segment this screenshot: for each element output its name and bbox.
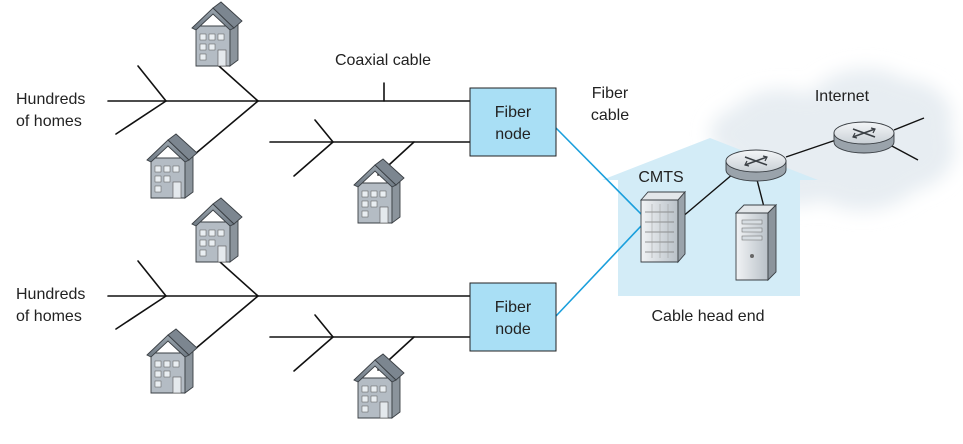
fiber-node-top-label-line2: node: [495, 126, 531, 143]
fiber-cable-bottom: [555, 224, 643, 317]
server-tower-icon: [734, 203, 778, 282]
hundreds-of-homes-top-line2: of homes: [16, 113, 82, 130]
fiber-node-bottom-label-line2: node: [495, 321, 531, 338]
house-icon: [146, 133, 198, 199]
fiber-cable-label-line2: cable: [591, 107, 629, 124]
cmts-label: CMTS: [638, 169, 683, 186]
hundreds-of-homes-top-line1: Hundreds: [16, 91, 85, 108]
fiber-node-bottom: Fiber node: [469, 282, 557, 352]
house-icon: [353, 353, 405, 419]
hundreds-of-homes-bottom-line1: Hundreds: [16, 286, 85, 303]
router-links: [680, 117, 925, 219]
cmts-rack-icon: [640, 190, 686, 264]
house-icon: [146, 328, 198, 394]
fiber-node-top: Fiber node: [469, 87, 557, 157]
coax-tree-top: [107, 57, 471, 177]
fiber-node-bottom-label-line1: Fiber: [495, 299, 532, 316]
fiber-cables: [555, 127, 643, 317]
house-icon: [191, 197, 243, 263]
fiber-cable-label-line1: Fiber: [592, 85, 629, 102]
internet-label: Internet: [815, 88, 870, 105]
router-icon: [833, 121, 895, 154]
house-icon: [191, 1, 243, 67]
fiber-cable-top: [555, 127, 643, 216]
router-icon: [725, 149, 787, 182]
hundreds-of-homes-bottom-line2: of homes: [16, 308, 82, 325]
house-icon: [353, 158, 405, 224]
coaxial-cable-label: Coaxial cable: [335, 52, 431, 69]
fiber-node-top-label-line1: Fiber: [495, 104, 532, 121]
cable-head-end-label: Cable head end: [652, 308, 765, 325]
